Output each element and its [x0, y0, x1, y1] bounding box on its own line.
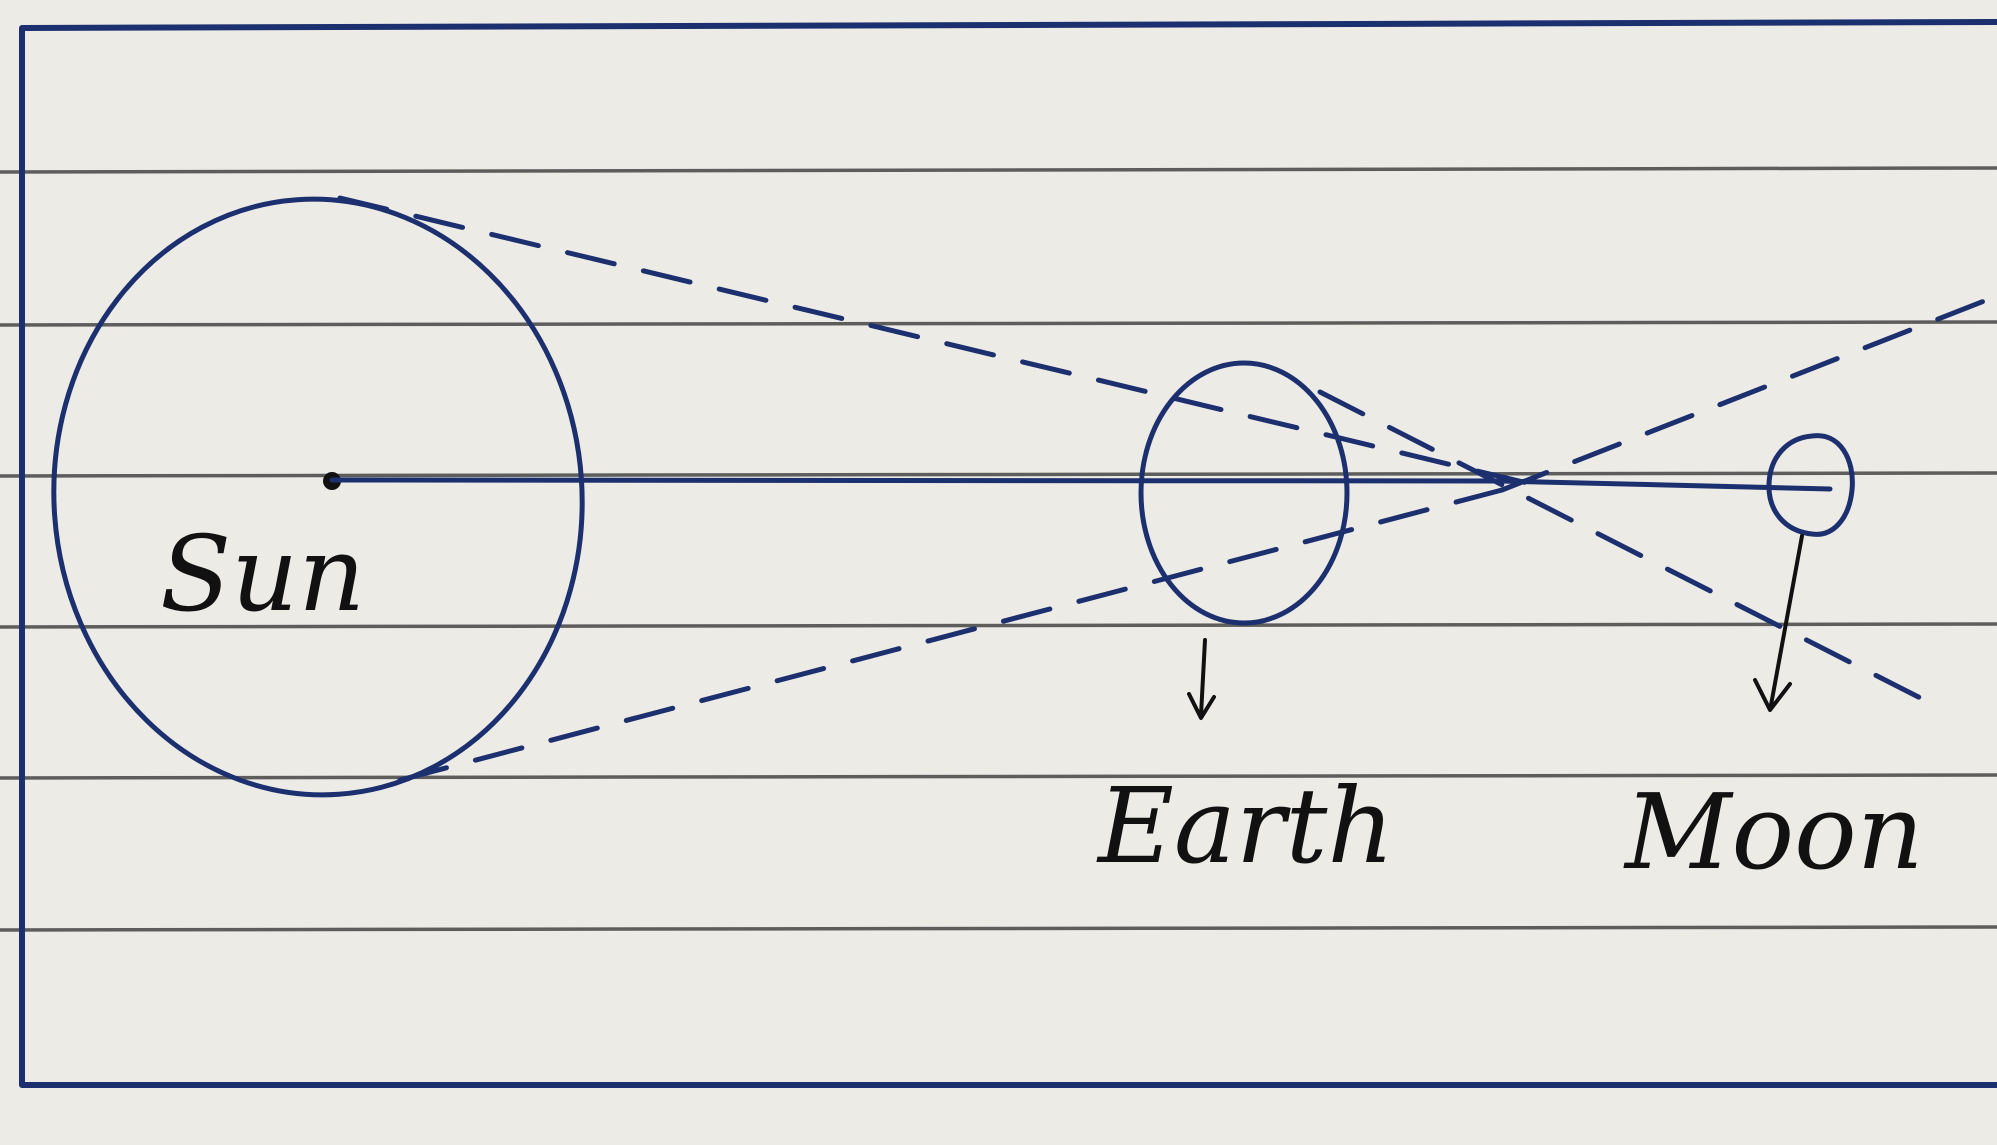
earth-label: Earth: [1096, 765, 1394, 887]
moon-label: Moon: [1623, 771, 1924, 893]
sun-label: Sun: [160, 513, 365, 635]
